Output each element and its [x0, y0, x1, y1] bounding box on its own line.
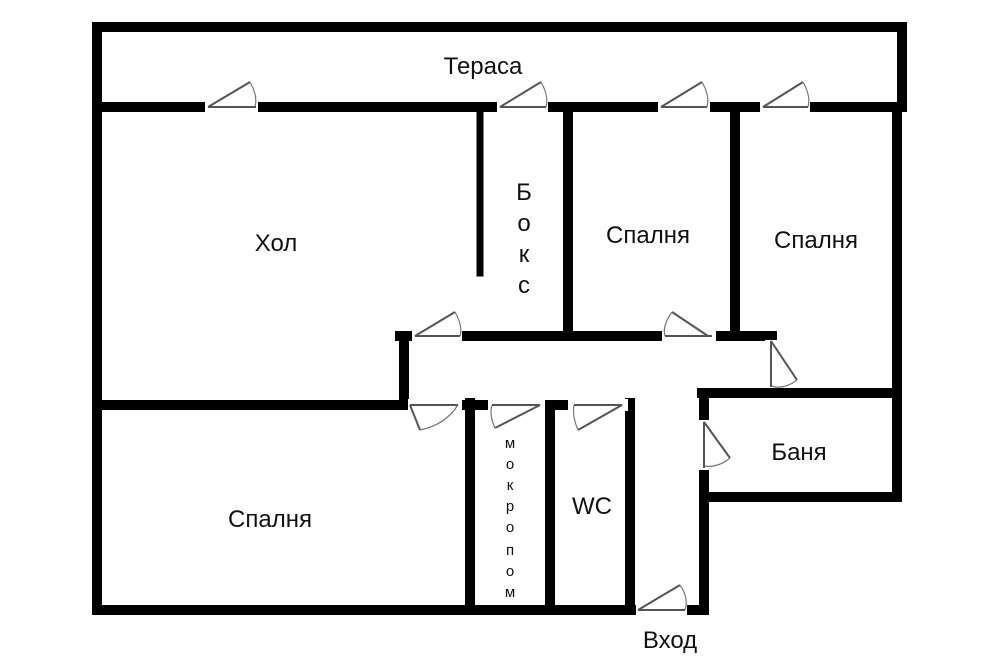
outer-wall-left	[92, 22, 475, 615]
room-label-wet-7: о	[506, 563, 514, 580]
room-label-wet-5: о	[506, 519, 514, 536]
room-label-wet-6: п	[506, 542, 514, 559]
doors	[205, 81, 810, 616]
door-icon	[205, 81, 258, 113]
door-icon	[658, 81, 710, 113]
room-label-hall: Хол	[255, 230, 298, 257]
room-label-bedroom-3: Спалня	[228, 506, 312, 533]
bathroom-wall-top	[697, 388, 902, 502]
room-label-bedroom-1: Спалня	[606, 222, 690, 249]
door-icon	[698, 420, 731, 470]
outer-wall-top	[92, 22, 907, 112]
room-label-terrace: Тераса	[444, 53, 523, 80]
room-label-wet-8: м	[505, 584, 515, 601]
room-label-wet-4: р	[506, 498, 514, 515]
walls	[92, 22, 907, 615]
room-label-wet-3: к	[507, 477, 514, 494]
door-icon	[408, 399, 462, 431]
room-label-bedroom-2: Спалня	[774, 227, 858, 254]
door-icon	[488, 399, 545, 429]
door-icon	[662, 311, 716, 342]
room-label-wet-1: м	[505, 435, 515, 452]
door-icon	[568, 399, 628, 431]
door-icon	[765, 340, 798, 388]
room-label-entrance: Вход	[643, 627, 697, 654]
door-icon	[636, 584, 687, 616]
room-labels: Тераса Хол Б о к с Спалня Спалня Спалня …	[228, 53, 858, 654]
room-label-box-3: к	[519, 241, 530, 268]
room-label-wet-2: о	[506, 456, 514, 473]
room-label-box-1: Б	[516, 179, 532, 206]
room-label-bathroom: Баня	[771, 439, 826, 466]
door-icon	[412, 311, 462, 342]
room-label-box-4: с	[518, 272, 530, 299]
room-label-wc: WC	[572, 493, 612, 520]
door-icon	[497, 81, 548, 113]
room-label-box-2: о	[517, 210, 530, 237]
door-icon	[760, 81, 810, 113]
